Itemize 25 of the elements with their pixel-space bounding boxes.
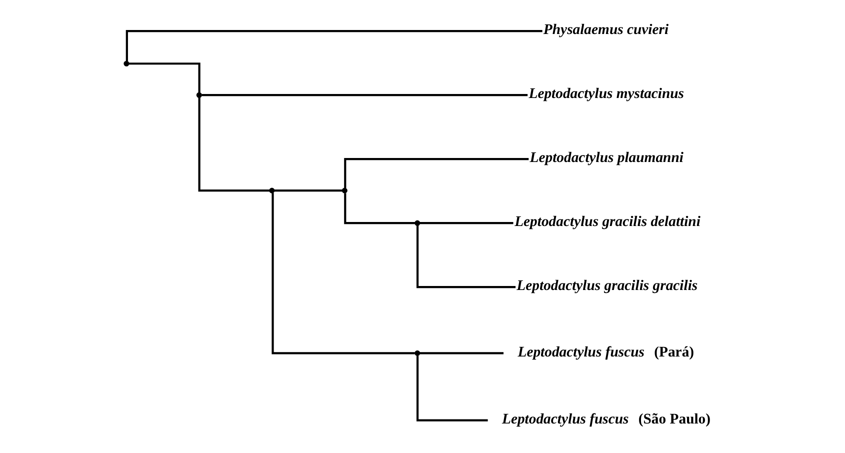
connector (201, 94, 528, 96)
node-text: Leptodactylus gracilis delattini (514, 214, 700, 230)
node-point (414, 220, 420, 226)
connector (344, 193, 414, 224)
connector (419, 352, 504, 354)
node-text: Leptodactylus plaumanni (529, 150, 683, 166)
connector (125, 30, 542, 62)
node-point (123, 60, 129, 66)
connector (344, 158, 528, 188)
connector (416, 356, 488, 422)
node-text: Leptodactylus fuscus (Pará) (517, 344, 694, 361)
node-text: Leptodactylus gracilis gracilis (516, 278, 698, 294)
connector (271, 192, 414, 354)
node-point (414, 350, 420, 356)
node-text: Leptodactylus fuscus (São Paulo) (502, 412, 710, 428)
connector (128, 62, 200, 93)
connector (274, 190, 342, 192)
node-text: Leptodactylus mystacinus (528, 86, 684, 102)
connector (416, 226, 516, 288)
connector (419, 222, 513, 224)
node-point (341, 188, 347, 194)
node-point (268, 188, 274, 194)
connector (198, 97, 269, 192)
node-point (196, 92, 202, 98)
node-text: Physalaemus cuvieri (542, 22, 668, 38)
